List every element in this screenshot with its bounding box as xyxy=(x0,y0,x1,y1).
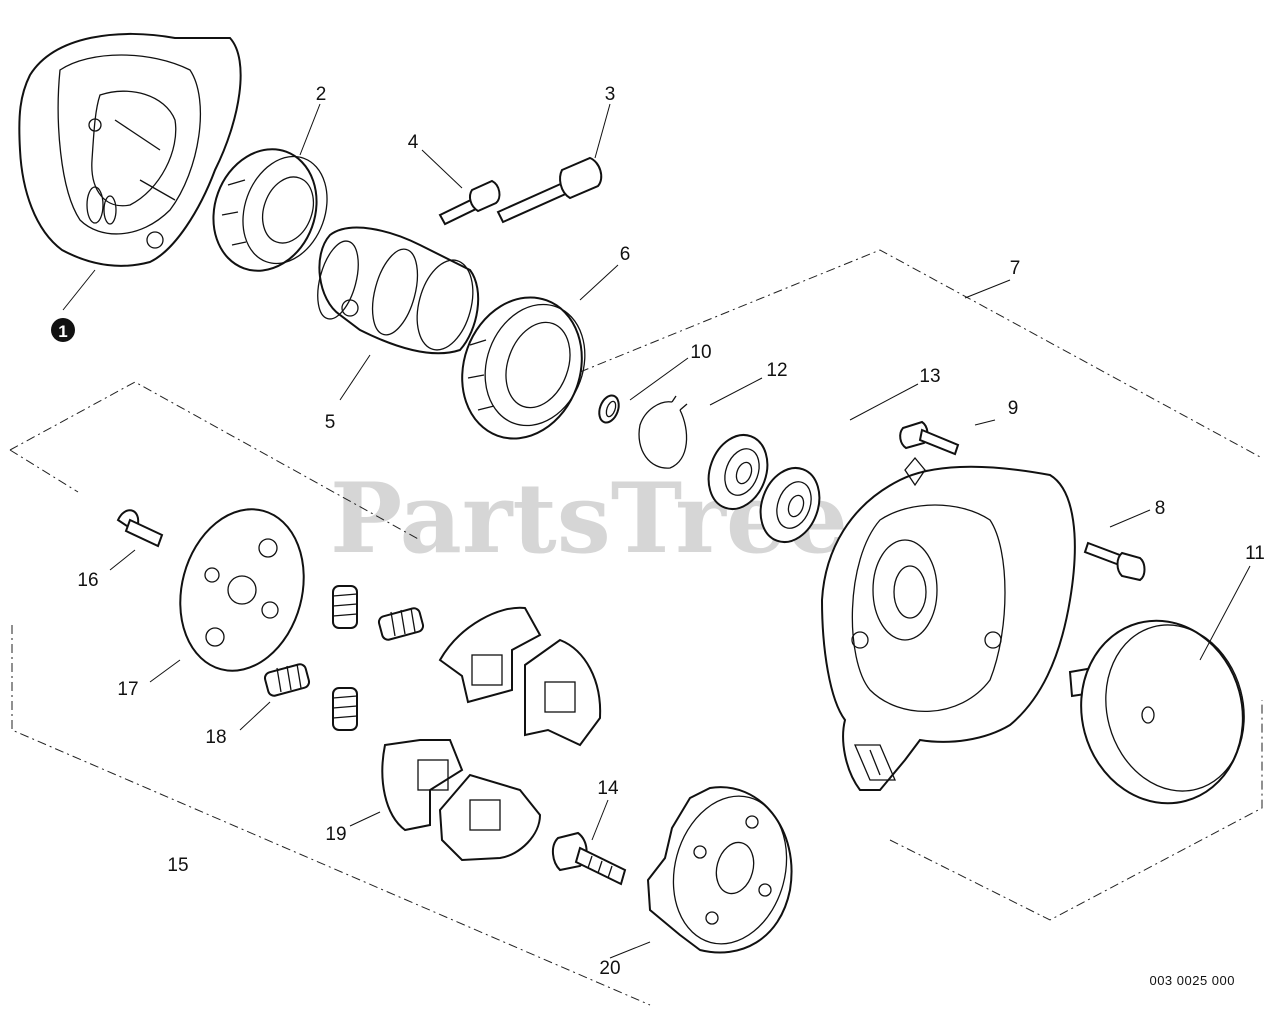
part-19-shoe-d xyxy=(438,773,542,862)
part-19-shoe-b xyxy=(524,638,602,747)
part-13-bearing-a xyxy=(707,434,769,510)
callout-1-badge xyxy=(51,318,75,342)
part-5-coupling-sleeve xyxy=(317,226,480,355)
part-19-shoe-c xyxy=(381,739,464,832)
callout-9-label: 9 xyxy=(1008,398,1019,419)
part-11-clutch-drum xyxy=(1068,619,1245,805)
part-8-bolt xyxy=(1083,541,1146,582)
callout-13-label: 13 xyxy=(919,366,940,387)
part-14-bolt xyxy=(552,831,627,886)
callout-12-label: 12 xyxy=(766,360,787,381)
callout-3-label: 3 xyxy=(605,84,616,105)
part-1-fan-cover xyxy=(18,32,242,267)
callout-11-label: 11 xyxy=(1245,543,1265,564)
callout-17-label: 17 xyxy=(117,679,138,700)
part-4-short-screw xyxy=(438,179,501,226)
part-19-shoe-a xyxy=(438,606,542,704)
drawing-code: 003 0025 000 xyxy=(1149,973,1235,988)
assembly-outline-15 xyxy=(9,381,651,1006)
part-18-spring-a xyxy=(332,585,358,629)
callout-7-label: 7 xyxy=(1010,258,1021,279)
part-3-long-screw xyxy=(496,156,603,224)
part-12-retaining-ring xyxy=(638,395,688,469)
part-7-clutch-housing xyxy=(820,456,1076,791)
callout-15-label: 15 xyxy=(167,855,188,876)
callout-18-label: 18 xyxy=(205,727,226,748)
callout-8-label: 8 xyxy=(1155,498,1166,519)
callout-6-label: 6 xyxy=(620,244,631,265)
callout-20-label: 20 xyxy=(599,958,620,979)
callout-14-label: 14 xyxy=(597,778,619,799)
callout-16-label: 16 xyxy=(77,570,98,591)
callout-1-label: 1 xyxy=(58,322,67,341)
part-10-washer xyxy=(598,394,620,424)
callout-10-label: 10 xyxy=(690,342,711,363)
part-9-bolt xyxy=(899,420,960,456)
part-20-hub xyxy=(646,786,793,954)
callout-2-label: 2 xyxy=(316,84,327,105)
part-18-spring-b xyxy=(377,607,425,641)
part-17-plate xyxy=(179,508,305,672)
leader-lines xyxy=(62,103,1251,959)
part-16-screw xyxy=(116,509,164,548)
assembly-outline-7 xyxy=(579,249,1263,921)
part-18-spring-d xyxy=(332,687,358,731)
callout-4-label: 4 xyxy=(408,132,419,153)
part-6-threaded-ring xyxy=(461,296,586,440)
part-13-bearing-b xyxy=(759,467,821,543)
callout-19-label: 19 xyxy=(325,824,346,845)
part-18-spring-c xyxy=(263,663,311,697)
callout-5-label: 5 xyxy=(325,412,336,433)
part-2-ring-nut xyxy=(212,148,328,272)
callout-1: 1 xyxy=(51,318,75,342)
